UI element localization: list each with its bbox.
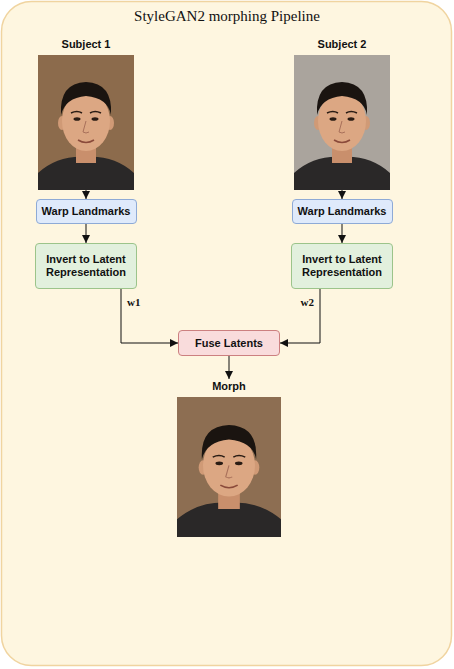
photo-node: Subject 1	[38, 37, 134, 190]
connector-arrow	[121, 289, 178, 343]
connector-arrow	[86, 190, 87, 199]
process-box: Invert to Latent Representation	[35, 243, 137, 289]
box-label: Fuse Latents	[195, 337, 263, 350]
box-label: Warp Landmarks	[42, 205, 131, 218]
process-box: Warp Landmarks	[36, 199, 137, 224]
diagram-title: StyleGAN2 morphing Pipeline	[0, 7, 454, 25]
box-label: Invert to Latent Representation	[296, 253, 388, 279]
photo-heading: Morph	[157, 379, 301, 393]
process-box: Warp Landmarks	[292, 199, 393, 224]
subject1-photo	[38, 55, 134, 190]
connector-arrow	[86, 224, 87, 243]
photo-node: Subject 2	[294, 37, 390, 190]
box-label: Warp Landmarks	[298, 205, 387, 218]
edge-label: w1	[127, 296, 140, 309]
morph-photo	[177, 397, 281, 537]
connector-arrow	[280, 289, 320, 343]
process-box: Fuse Latents	[178, 330, 280, 356]
process-box: Invert to Latent Representation	[291, 243, 393, 289]
edge-label: w2	[301, 296, 314, 309]
connector-arrow	[342, 190, 343, 199]
photo-heading: Subject 1	[18, 37, 154, 51]
box-label: Invert to Latent Representation	[40, 253, 132, 279]
connector-arrow	[229, 356, 230, 379]
photo-heading: Subject 2	[274, 37, 410, 51]
photo-node: Morph	[177, 379, 281, 537]
subject2-photo	[294, 55, 390, 190]
connector-arrow	[342, 224, 343, 243]
